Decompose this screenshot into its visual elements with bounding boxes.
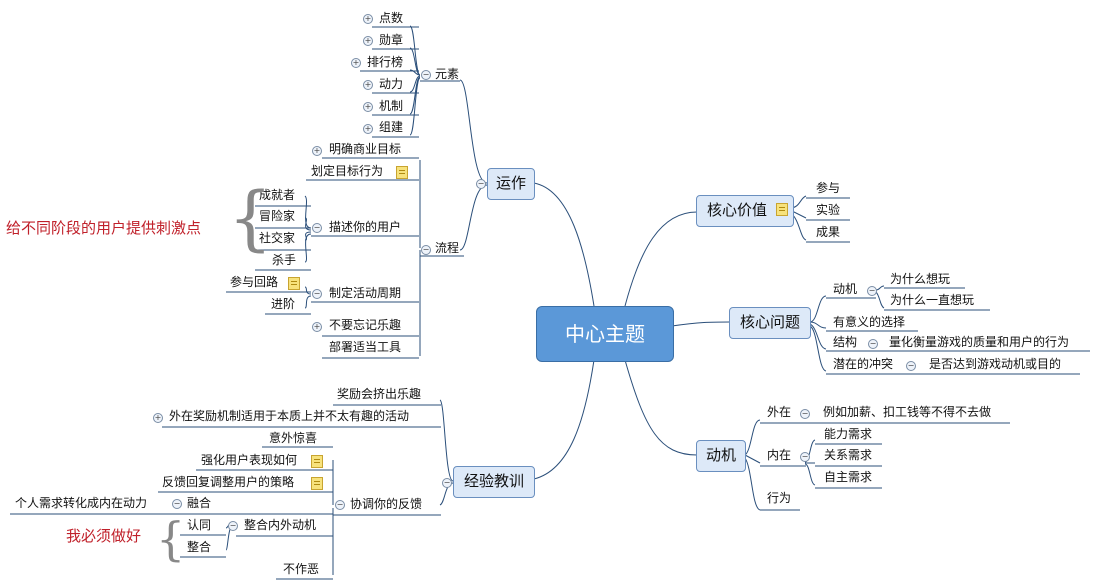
user-explorer[interactable]: 冒险家 [259, 209, 296, 223]
cycle-progression[interactable]: 进阶 [271, 297, 296, 311]
core-question-choice[interactable]: 有意义的选择 [833, 315, 906, 329]
expand-icon[interactable]: + [363, 124, 373, 134]
process-tools[interactable]: 部署适当工具 [329, 340, 402, 354]
process-describe-users[interactable]: 描述你的用户 [329, 220, 402, 234]
annotation-users: 给不同阶段的用户提供刺激点 [6, 219, 202, 237]
process-activity-cycle[interactable]: 制定活动周期 [329, 286, 402, 300]
internal-relation[interactable]: 关系需求 [824, 448, 873, 462]
lesson-surprise[interactable]: 意外惊喜 [269, 431, 318, 445]
node-core-value-label: 核心价值 [706, 201, 767, 219]
coordinate-feedback[interactable]: 反馈回复调整用户的策略 [162, 475, 295, 489]
node-lessons[interactable]: 经验教训 [453, 466, 535, 498]
expand-icon[interactable]: + [363, 80, 373, 90]
process-target-behavior[interactable]: 划定目标行为 [311, 164, 384, 178]
user-killer[interactable]: 杀手 [272, 253, 297, 267]
motivation-why-play[interactable]: 为什么想玩 [890, 272, 951, 286]
internal-autonomy[interactable]: 自主需求 [824, 470, 873, 484]
expand-icon[interactable]: + [351, 58, 361, 68]
coordinate-fusion[interactable]: 融合 [187, 496, 212, 510]
motive-external-example[interactable]: 例如加薪、扣工钱等不得不去做 [823, 405, 992, 419]
node-core-value[interactable]: 核心价值 [696, 195, 794, 227]
lesson-coordinate[interactable]: 协调你的反馈 [350, 497, 423, 511]
node-motive[interactable]: 动机 [696, 440, 746, 472]
collapse-icon[interactable]: − [421, 245, 431, 255]
node-core-question[interactable]: 核心问题 [729, 307, 811, 339]
collapse-icon[interactable]: − [228, 521, 238, 531]
element-leaderboard[interactable]: 排行榜 [367, 55, 404, 69]
note-icon[interactable] [396, 166, 408, 179]
user-socializer[interactable]: 社交家 [259, 231, 296, 245]
expand-icon[interactable]: + [363, 36, 373, 46]
process-business-goal[interactable]: 明确商业目标 [329, 142, 402, 156]
collapse-icon[interactable]: − [442, 478, 452, 488]
collapse-icon[interactable]: − [335, 500, 345, 510]
brace-users: { [228, 177, 273, 259]
brace-integrate: { [156, 512, 186, 566]
expand-icon[interactable]: + [312, 322, 322, 332]
operation-elements[interactable]: 元素 [435, 67, 460, 81]
collapse-icon[interactable]: − [868, 339, 878, 349]
collapse-icon[interactable]: − [800, 409, 810, 419]
central-topic[interactable]: 中心主题 [536, 306, 674, 362]
core-question-structure[interactable]: 结构 [833, 335, 858, 349]
expand-icon[interactable]: + [153, 413, 163, 423]
element-mechanics[interactable]: 机制 [379, 99, 404, 113]
lesson-no-evil[interactable]: 不作恶 [283, 562, 320, 576]
expand-icon[interactable]: + [312, 146, 322, 156]
motivation-why-keep-playing[interactable]: 为什么一直想玩 [890, 293, 975, 307]
motive-internal[interactable]: 内在 [767, 448, 792, 462]
collapse-icon[interactable]: − [476, 179, 486, 189]
lesson-reward-crowd[interactable]: 奖励会挤出乐趣 [337, 387, 422, 401]
core-value-item-experiment[interactable]: 实验 [816, 203, 841, 217]
collapse-icon[interactable]: − [172, 499, 182, 509]
core-question-conflict[interactable]: 潜在的冲突 [833, 357, 894, 371]
internal-ability[interactable]: 能力需求 [824, 427, 873, 441]
motive-external[interactable]: 外在 [767, 405, 792, 419]
element-badges[interactable]: 勋章 [379, 33, 404, 47]
cycle-engagement-loop[interactable]: 参与回路 [230, 275, 279, 289]
coordinate-reinforce[interactable]: 强化用户表现如何 [201, 453, 298, 467]
note-icon[interactable] [311, 455, 323, 468]
collapse-icon[interactable]: − [800, 452, 810, 462]
structure-measure[interactable]: 量化衡量游戏的质量和用户的行为 [889, 335, 1070, 349]
lesson-external-reward[interactable]: 外在奖励机制适用于本质上并不太有趣的活动 [169, 409, 410, 423]
node-operation[interactable]: 运作 [487, 168, 535, 200]
integrate-identify[interactable]: 认同 [187, 518, 212, 532]
collapse-icon[interactable]: − [867, 286, 877, 296]
core-value-item-participate[interactable]: 参与 [816, 181, 841, 195]
expand-icon[interactable]: + [363, 14, 373, 24]
expand-icon[interactable]: + [363, 102, 373, 112]
fusion-note[interactable]: 个人需求转化成内在动力 [15, 496, 148, 510]
element-dynamics[interactable]: 动力 [379, 77, 404, 91]
motive-behavior[interactable]: 行为 [767, 491, 792, 505]
collapse-icon[interactable]: − [312, 223, 322, 233]
annotation-self: 我必须做好 [66, 527, 142, 545]
note-icon[interactable] [288, 277, 300, 290]
process-fun[interactable]: 不要忘记乐趣 [329, 318, 402, 332]
note-icon[interactable] [776, 203, 788, 216]
note-icon[interactable] [311, 477, 323, 490]
collapse-icon[interactable]: − [906, 361, 916, 371]
collapse-icon[interactable]: − [312, 289, 322, 299]
element-components[interactable]: 组建 [379, 120, 404, 134]
user-achiever[interactable]: 成就者 [259, 188, 296, 202]
integrate-integrate[interactable]: 整合 [187, 540, 212, 554]
core-question-motivation[interactable]: 动机 [833, 282, 858, 296]
element-points[interactable]: 点数 [379, 11, 404, 25]
conflict-goal[interactable]: 是否达到游戏动机或目的 [929, 357, 1062, 371]
collapse-icon[interactable]: − [421, 70, 431, 80]
core-value-item-result[interactable]: 成果 [816, 225, 841, 239]
coordinate-integrate[interactable]: 整合内外动机 [244, 518, 317, 532]
operation-process[interactable]: 流程 [435, 241, 460, 255]
